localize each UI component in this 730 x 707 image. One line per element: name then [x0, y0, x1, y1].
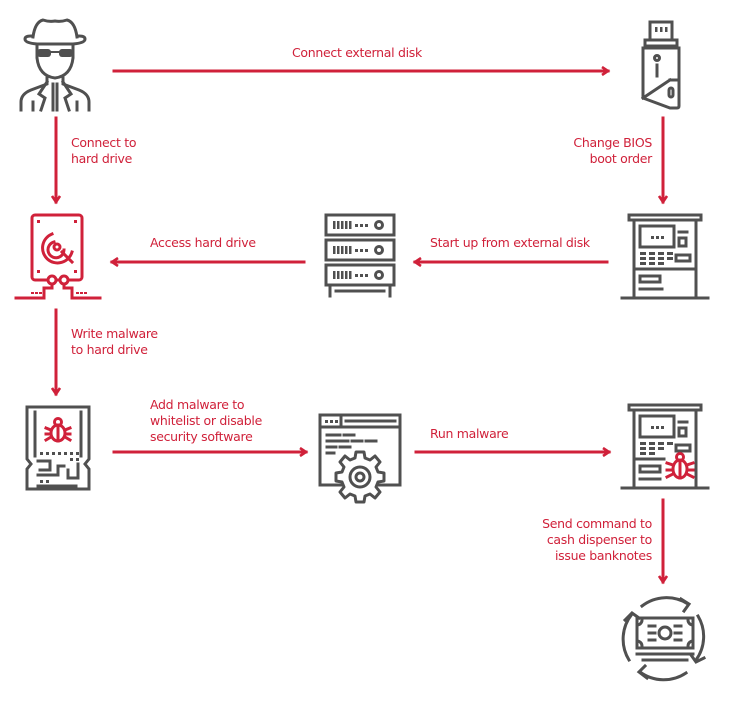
usb-drive-icon	[640, 20, 681, 110]
label-run-malware: Run malware	[430, 426, 509, 441]
label-change-bios-boot-order: Change BIOS boot order	[573, 135, 652, 166]
software-settings-icon	[318, 413, 402, 504]
bug-icon	[43, 417, 73, 443]
infected-memory-icon	[25, 405, 91, 491]
label-connect-external-disk: Connect external disk	[292, 45, 422, 60]
label-connect-to-hard-drive: Connect to hard drive	[71, 135, 137, 166]
label-access-hard-drive: Access hard drive	[150, 235, 256, 250]
label-add-malware-to-whitelist: Add malware to whitelist or disable secu…	[150, 397, 262, 444]
infected-atm-icon	[620, 403, 710, 490]
spy-icon	[19, 18, 91, 112]
atm-icon	[620, 213, 710, 300]
label-start-up-from-external-disk: Start up from external disk	[430, 235, 590, 250]
bug-icon	[664, 452, 696, 480]
server-rack-icon	[324, 213, 396, 298]
label-send-command-to-cash-dispenser: Send command to cash dispenser to issue …	[542, 516, 652, 563]
label-write-malware-to-hard-drive: Write malware to hard drive	[71, 326, 158, 357]
cash-cycle-icon	[621, 596, 707, 682]
hard-drive-icon	[14, 213, 102, 300]
